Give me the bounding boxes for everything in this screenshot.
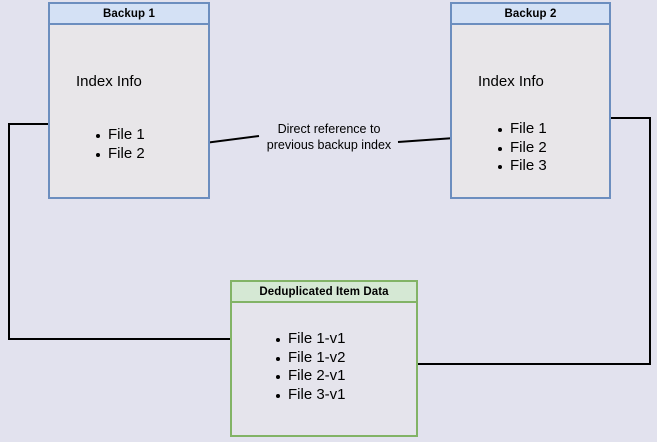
list-item: File 3 xyxy=(496,157,547,176)
backup-1-title: Backup 1 xyxy=(50,4,208,25)
list-item: File 1-v1 xyxy=(274,330,346,349)
backup-2-body: Index Info File 1 File 2 File 3 xyxy=(452,25,609,197)
list-item: File 1 xyxy=(94,126,145,145)
connector-backup2-to-dedup xyxy=(371,118,650,371)
list-item: File 2 xyxy=(94,145,145,164)
list-item: File 1 xyxy=(496,120,547,139)
deduplicated-item-data-body: File 1-v1 File 1-v2 File 2-v1 File 3-v1 xyxy=(232,303,416,435)
backup-1-box[interactable]: Backup 1 Index Info File 1 File 2 xyxy=(48,2,210,199)
deduplicated-item-data-box[interactable]: Deduplicated Item Data File 1-v1 File 1-… xyxy=(230,280,418,437)
direct-reference-label-line-1: Direct reference to xyxy=(277,122,381,136)
backup-2-file-list: File 1 File 2 File 3 xyxy=(496,120,547,176)
backup-2-title: Backup 2 xyxy=(452,4,609,25)
direct-reference-label: Direct reference to previous backup inde… xyxy=(248,122,410,153)
deduplicated-item-data-title: Deduplicated Item Data xyxy=(232,282,416,303)
list-item: File 2 xyxy=(496,139,547,158)
backup-1-file-list: File 1 File 2 xyxy=(94,126,145,163)
deduplicated-item-list: File 1-v1 File 1-v2 File 2-v1 File 3-v1 xyxy=(274,330,346,404)
backup-2-index-info-label: Index Info xyxy=(478,73,544,90)
backup-2-box[interactable]: Backup 2 Index Info File 1 File 2 File 3 xyxy=(450,2,611,199)
backup-1-index-info-label: Index Info xyxy=(76,73,142,90)
list-item: File 1-v2 xyxy=(274,349,346,368)
list-item: File 2-v1 xyxy=(274,367,346,386)
direct-reference-label-line-2: previous backup index xyxy=(266,137,392,152)
backup-1-body: Index Info File 1 File 2 xyxy=(50,25,208,197)
list-item: File 3-v1 xyxy=(274,386,346,405)
